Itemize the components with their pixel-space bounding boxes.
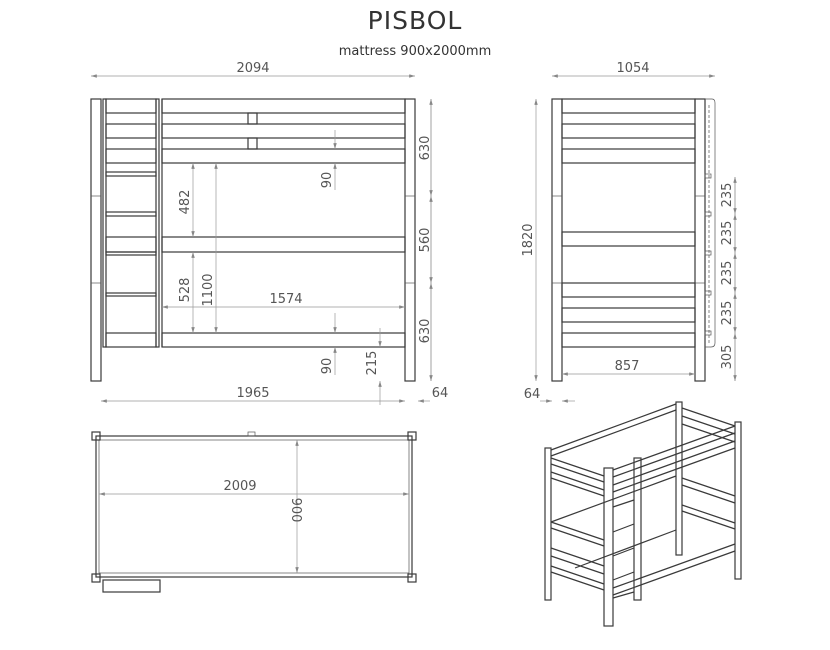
dim-middle-section: 560 [418, 228, 433, 253]
dim-rung-3: 235 [720, 261, 735, 286]
dim-top-width: 900 [288, 498, 303, 523]
dim-side-width: 1054 [616, 61, 649, 76]
dim-rail-height-top: 90 [320, 172, 335, 189]
dim-inner-width: 857 [615, 359, 640, 374]
dim-top-length: 2009 [223, 479, 256, 494]
dim-inner-length: 1965 [236, 386, 269, 401]
dim-lower-clearance: 528 [178, 278, 193, 303]
dim-height: 1820 [521, 223, 536, 256]
dim-post-width: 64 [432, 386, 449, 401]
dim-rung-4: 235 [720, 301, 735, 326]
side-view: 1054 1820 857 64 235 235 235 235 305 [521, 61, 737, 403]
front-view: 2094 1965 64 630 560 630 482 528 1100 15… [90, 61, 449, 405]
dim-rung-1: 235 [720, 183, 735, 208]
product-title: PISBOL [367, 6, 463, 35]
dim-overall-width: 2094 [236, 61, 269, 76]
mattress-size: mattress 900x2000mm [338, 44, 492, 59]
dim-bed-spacing: 1100 [201, 273, 216, 306]
dim-ladder-bottom: 305 [720, 345, 735, 370]
isometric-view [544, 401, 742, 627]
dim-ladder-gap: 1574 [269, 292, 302, 307]
dim-rung-2: 235 [720, 221, 735, 246]
dim-floor-clearance: 215 [365, 351, 380, 376]
top-view: 2009 900 [91, 431, 417, 593]
dim-upper-clearance: 482 [178, 190, 193, 215]
dim-rail-height-bottom: 90 [320, 358, 335, 375]
dim-bottom-section: 630 [418, 319, 433, 344]
dim-side-post-width: 64 [524, 387, 541, 402]
dim-top-section: 630 [418, 136, 433, 161]
